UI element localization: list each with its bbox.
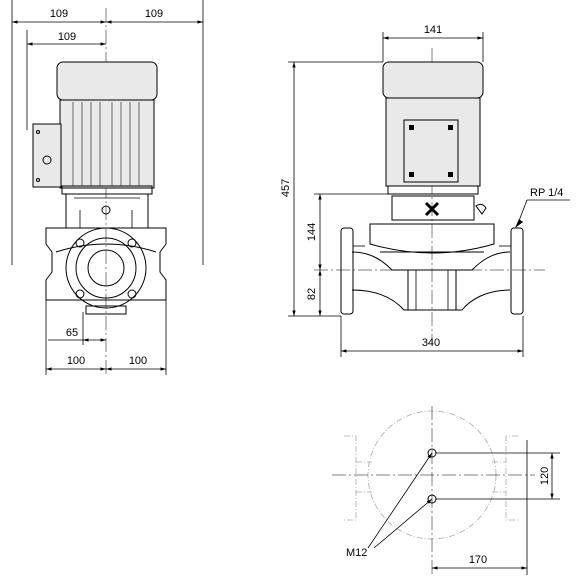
terminal-box	[32, 123, 62, 188]
motor-ribs	[72, 102, 140, 186]
pump-housing-side	[340, 223, 524, 315]
dim-front-flange: 65	[66, 327, 78, 339]
dim-base-bolt-spacing: 120	[539, 467, 551, 485]
dim-side-total-height: 457	[280, 179, 292, 197]
motor-front	[56, 61, 158, 195]
dim-front-upper: 109	[58, 31, 76, 43]
logo-mark	[424, 201, 440, 217]
dim-side-foot-height: 82	[306, 288, 318, 300]
dim-side-motor-width: 141	[424, 24, 442, 36]
dim-side-height-to-motor: 144	[306, 223, 318, 241]
dim-side-length: 340	[422, 337, 440, 349]
bolt-label: M12	[346, 547, 367, 559]
front-view: 109 109 109 65 100 100	[11, 0, 204, 375]
dim-front-top-left: 109	[50, 8, 68, 20]
motor-side	[382, 61, 484, 195]
port-label: RP 1/4	[530, 187, 563, 199]
dim-front-bottom-left: 100	[67, 355, 85, 367]
dim-base-bolt-offset: 170	[469, 554, 487, 566]
base-view: 120 170 M12	[332, 406, 560, 576]
side-view: 141 457 144 82 340 RP 1/4	[280, 24, 570, 357]
dim-front-top-right: 109	[145, 8, 163, 20]
dim-front-bottom-right: 100	[129, 355, 147, 367]
